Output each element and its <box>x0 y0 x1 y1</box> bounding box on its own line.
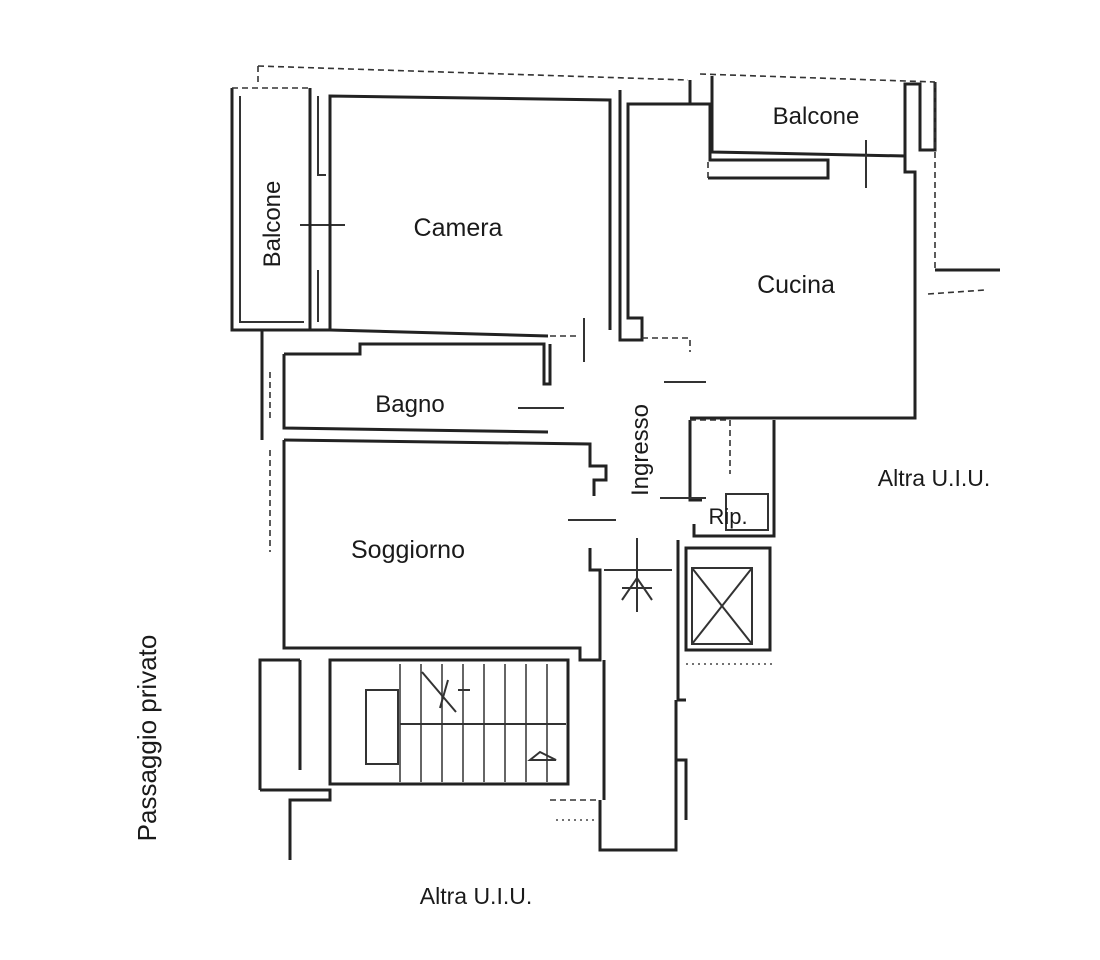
room-label-soggiorno: Soggiorno <box>351 536 465 564</box>
room-label-camera: Camera <box>414 214 503 242</box>
label-altra-uiu-bottom: Altra U.I.U. <box>420 883 532 909</box>
bagno-walls <box>269 342 564 434</box>
room-label-cucina: Cucina <box>757 271 835 299</box>
kitchen-walls <box>618 76 1000 420</box>
room-label-balcone-left: Balcone <box>259 181 286 268</box>
camera-walls <box>308 88 612 362</box>
top-boundary <box>257 65 936 86</box>
label-altra-uiu-right: Altra U.I.U. <box>878 465 990 491</box>
room-label-ingresso: Ingresso <box>627 404 654 496</box>
ingresso-walls <box>621 419 776 612</box>
staircase <box>328 658 570 786</box>
balcony-left <box>230 87 345 332</box>
lower-walls <box>258 330 688 860</box>
room-label-rip: Rip. <box>708 504 747 529</box>
room-label-balcone-top: Balcone <box>773 103 860 130</box>
room-label-bagno: Bagno <box>375 391 444 418</box>
label-passaggio-privato: Passaggio privato <box>132 635 162 842</box>
soggiorno-walls <box>269 438 672 662</box>
lift-shaft <box>676 540 776 702</box>
